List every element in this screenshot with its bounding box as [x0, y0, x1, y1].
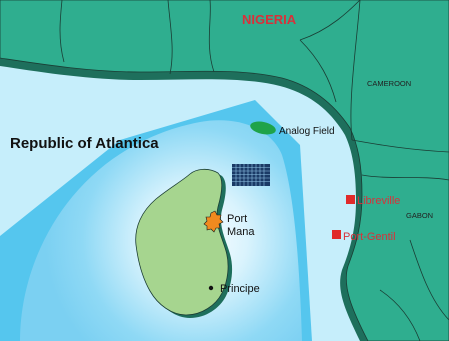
analog-field-marker — [250, 121, 276, 135]
libreville-marker — [346, 195, 355, 204]
island-atlantica — [135, 168, 229, 316]
port-mana-marker — [203, 210, 224, 233]
label-gabon: GABON — [406, 211, 433, 220]
label-libreville: Libreville — [357, 195, 400, 207]
label-port-gentil: Port-Gentil — [343, 231, 396, 243]
exploration-block-grid — [232, 164, 270, 186]
borders — [59, 0, 449, 341]
label-port-mana-line1: Port — [227, 213, 247, 225]
principe-marker — [208, 285, 214, 291]
label-analog-field: Analog Field — [279, 126, 335, 137]
label-cameroon: CAMEROON — [367, 79, 411, 88]
label-port-mana-line2: Mana — [227, 226, 255, 238]
port-gentil-marker — [332, 230, 341, 239]
label-atlantica: Republic of Atlantica — [10, 135, 159, 152]
label-principe: Principe — [220, 283, 260, 295]
label-nigeria: NIGERIA — [242, 12, 297, 27]
